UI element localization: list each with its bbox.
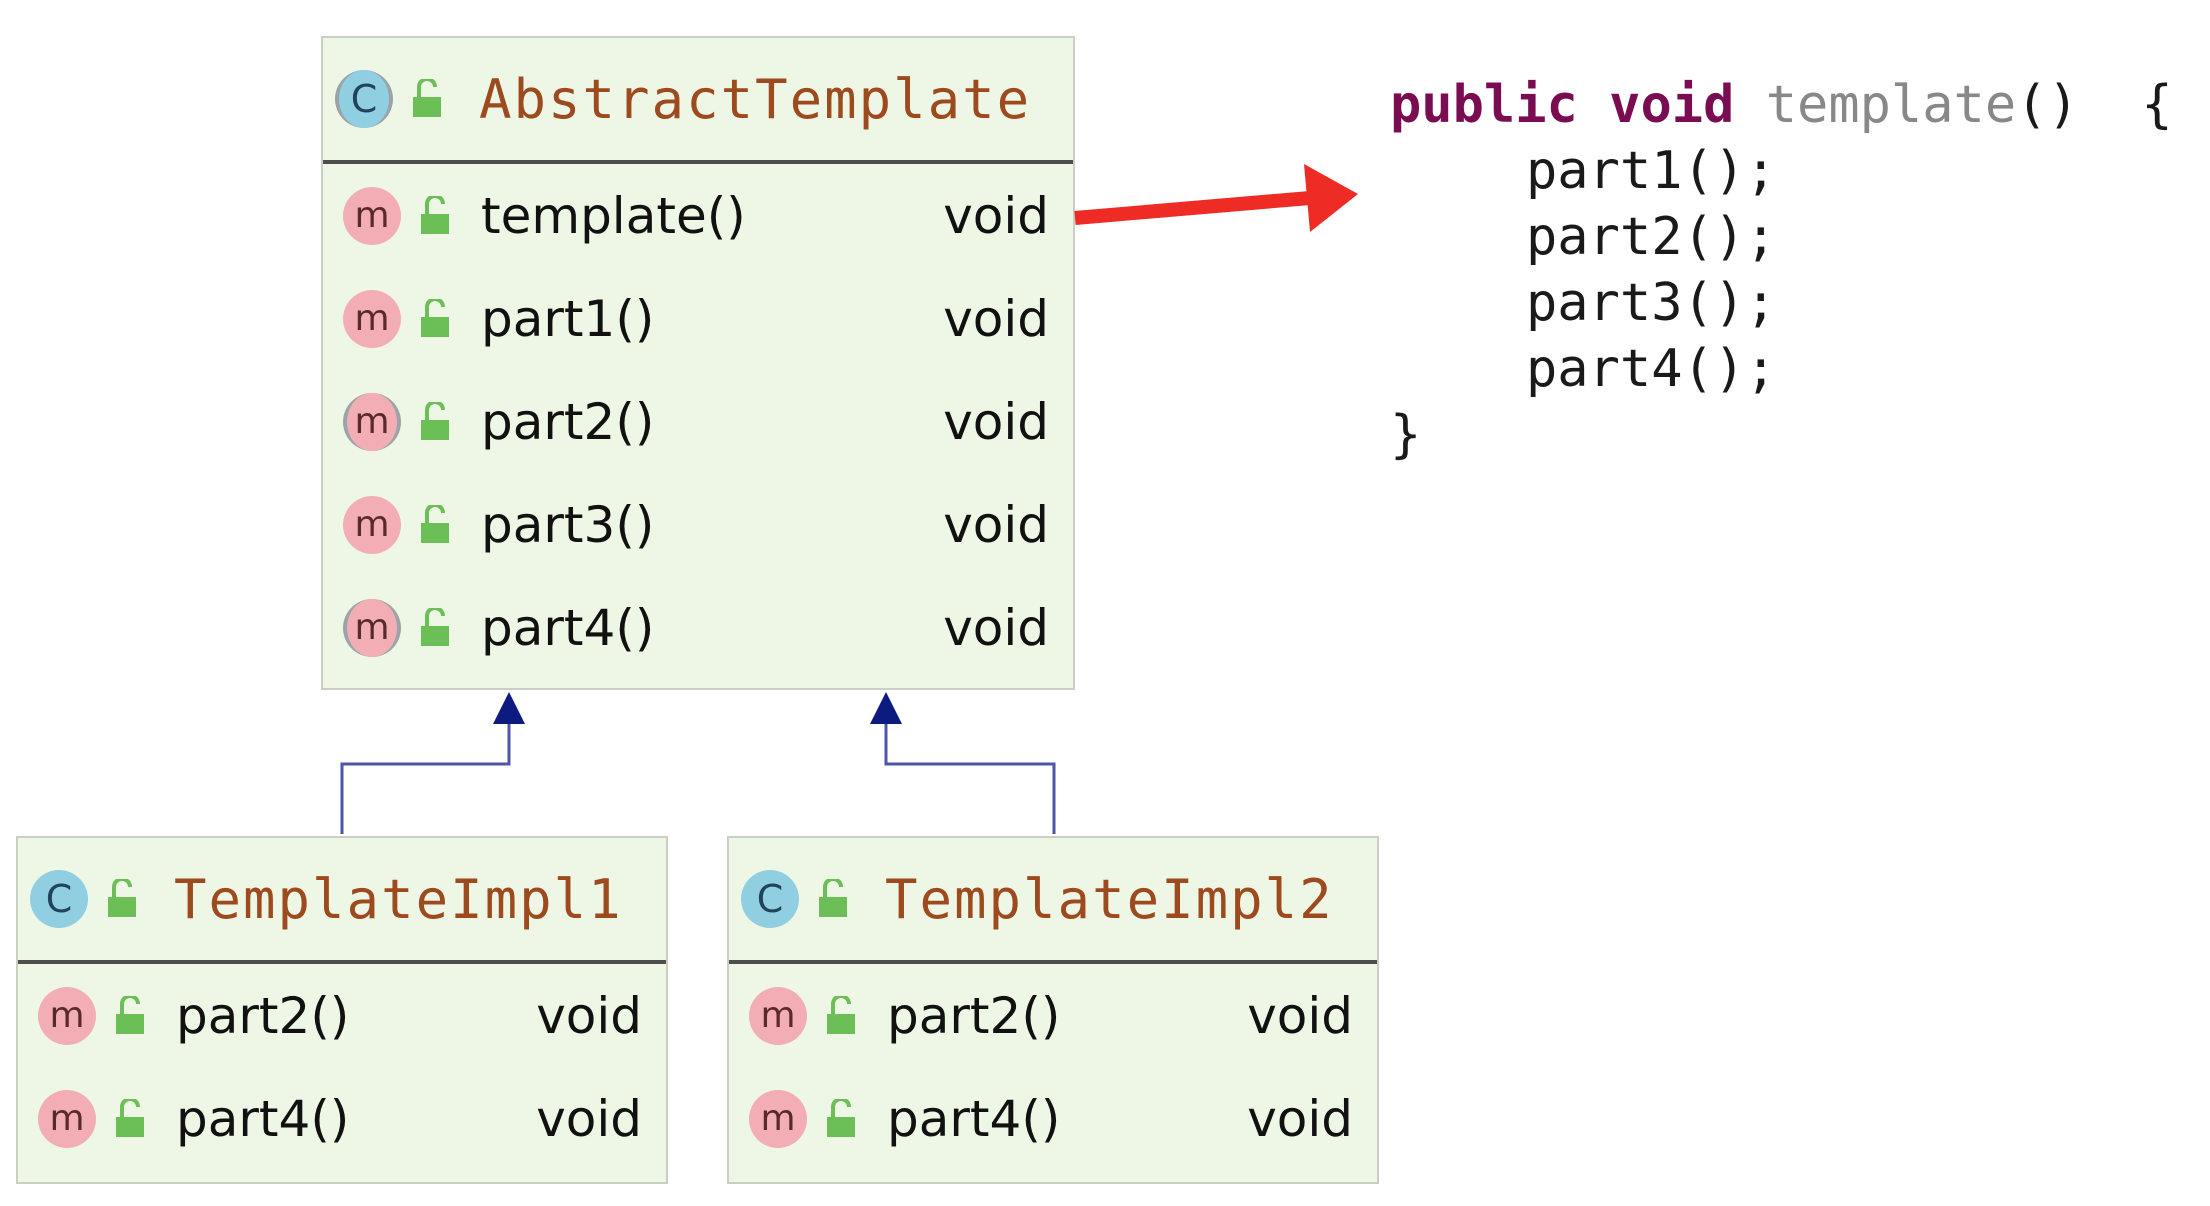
class-abstract-template[interactable]: C AbstractTemplate m template() void m p… (321, 36, 1075, 690)
method-m-icon: m (343, 186, 401, 245)
method-return-type: void (536, 986, 642, 1045)
method-row[interactable]: m part3() void (323, 473, 1073, 576)
public-lock-icon (827, 1098, 855, 1137)
class-template-impl1[interactable]: C TemplateImpl1 m part2() void m part4()… (16, 836, 668, 1184)
inheritance-arrowhead-impl2 (870, 692, 902, 724)
public-lock-icon (116, 1098, 144, 1137)
class-c-icon: C (335, 70, 393, 128)
method-return-type: void (943, 186, 1049, 245)
code-signature-line: public void template() { (1390, 72, 2173, 138)
method-return-type: void (943, 289, 1049, 348)
method-row[interactable]: m part4() void (323, 576, 1073, 679)
public-lock-icon (421, 401, 449, 440)
method-name: part2() (887, 986, 1061, 1045)
public-lock-icon (421, 504, 449, 543)
code-line: part4(); (1526, 339, 1777, 399)
code-method-name: template (1765, 75, 2017, 135)
method-return-type: void (943, 392, 1049, 451)
inheritance-line-impl1 (340, 722, 511, 834)
code-line: part3(); (1526, 273, 1777, 333)
class-title: AbstractTemplate (479, 67, 1032, 131)
public-lock-icon (421, 607, 449, 646)
method-m-icon: m (343, 392, 401, 451)
method-name: template() (481, 186, 746, 245)
class-title: TemplateImpl2 (885, 867, 1334, 931)
method-row[interactable]: m part2() void (323, 370, 1073, 473)
method-m-icon: m (749, 986, 807, 1045)
class-c-icon: C (741, 870, 799, 928)
callout-arrow-shaft (1074, 191, 1311, 225)
inheritance-arrowhead-impl1 (493, 692, 525, 724)
method-name: part2() (481, 392, 655, 451)
public-lock-icon (819, 879, 847, 917)
method-row[interactable]: m template() void (323, 164, 1073, 267)
public-lock-icon (421, 298, 449, 337)
class-header: C TemplateImpl2 (729, 838, 1377, 964)
method-m-icon: m (38, 986, 96, 1045)
method-name: part2() (176, 986, 350, 1045)
code-line: part1(); (1526, 141, 1777, 201)
method-row[interactable]: m part4() void (18, 1067, 666, 1170)
method-name: part4() (481, 598, 655, 657)
public-lock-icon (413, 79, 441, 117)
method-m-icon: m (749, 1089, 807, 1148)
method-return-type: void (536, 1089, 642, 1148)
method-return-type: void (943, 495, 1049, 554)
callout-arrowhead (1304, 164, 1358, 232)
code-keyword-public: public (1390, 75, 1578, 135)
method-m-icon: m (343, 598, 401, 657)
method-m-icon: m (38, 1089, 96, 1148)
public-lock-icon (116, 995, 144, 1034)
method-return-type: void (1247, 986, 1353, 1045)
class-c-icon: C (30, 870, 88, 928)
code-signature-rest: () { (2016, 75, 2173, 135)
method-m-icon: m (343, 289, 401, 348)
class-template-impl2[interactable]: C TemplateImpl2 m part2() void m part4()… (727, 836, 1379, 1184)
class-header: C TemplateImpl1 (18, 838, 666, 964)
class-header: C AbstractTemplate (323, 38, 1073, 164)
class-title: TemplateImpl1 (174, 867, 623, 931)
method-m-icon: m (343, 495, 401, 554)
public-lock-icon (108, 879, 136, 917)
code-line: part2(); (1526, 207, 1777, 267)
method-name: part1() (481, 289, 655, 348)
method-row[interactable]: m part2() void (18, 964, 666, 1067)
method-return-type: void (1247, 1089, 1353, 1148)
public-lock-icon (421, 195, 449, 234)
public-lock-icon (827, 995, 855, 1034)
method-name: part3() (481, 495, 655, 554)
inheritance-line-impl2 (884, 722, 1056, 834)
method-name: part4() (887, 1089, 1061, 1148)
method-row[interactable]: m part1() void (323, 267, 1073, 370)
method-return-type: void (943, 598, 1049, 657)
method-name: part4() (176, 1089, 350, 1148)
code-close-brace: } (1390, 405, 1422, 465)
method-row[interactable]: m part4() void (729, 1067, 1377, 1170)
method-row[interactable]: m part2() void (729, 964, 1377, 1067)
code-snippet: public void template() {part1();part2();… (1390, 72, 2173, 468)
code-keyword-void: void (1609, 75, 1735, 135)
